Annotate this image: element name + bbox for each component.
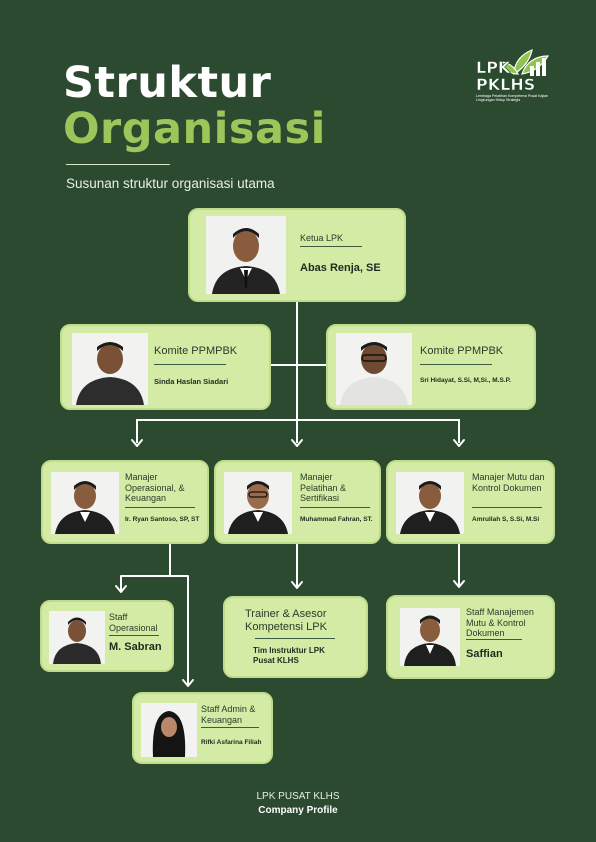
person-name: Rifki Asfarina Filiah bbox=[201, 739, 262, 746]
role-divider bbox=[472, 507, 542, 508]
connector-komite-bar bbox=[268, 364, 328, 366]
person-name: Sinda Haslan Siadari bbox=[154, 377, 229, 386]
person-name: Ir. Ryan Santoso, SP, ST bbox=[125, 516, 200, 523]
role-label: Manajer Operasional, & Keuangan bbox=[125, 472, 185, 503]
role-divider bbox=[300, 507, 370, 508]
logo-text-lpk: LPK bbox=[476, 58, 511, 77]
logo-tagline: Lembaga Pelatihan Kompetensi Pusat Kajia… bbox=[476, 94, 549, 103]
role-label: Staff Operasional bbox=[109, 612, 158, 633]
card-staff-admin: Staff Admin & Keuangan Rifki Asfarina Fi… bbox=[132, 692, 273, 764]
card-trainer: Trainer & Asesor Kompetensi LPK Tim Inst… bbox=[223, 596, 368, 678]
leaf-growth-icon bbox=[499, 49, 550, 76]
card-manajer-operasional: Manajer Operasional, & Keuangan Ir. Ryan… bbox=[41, 460, 209, 544]
role-divider bbox=[466, 639, 522, 640]
card-manajer-pelatihan: Manajer Pelatihan & Sertifikasi Muhammad… bbox=[214, 460, 381, 544]
role-label: Trainer & Asesor Kompetensi LPK bbox=[245, 608, 327, 633]
page-title-line2: Organisasi bbox=[63, 104, 326, 154]
person-name: Sri Hidayat, S.Si, M,Si., M.S.P. bbox=[420, 377, 511, 384]
card-staff-operasional: Staff Operasional M. Sabran bbox=[40, 600, 174, 672]
person-name: Saffian bbox=[466, 648, 503, 660]
person-name: Tim Instruktur LPK Pusat KLHS bbox=[253, 646, 325, 665]
person-name: Muhammad Fahran, ST. bbox=[300, 516, 373, 523]
role-divider bbox=[154, 364, 226, 365]
role-label: Manajer Mutu dan Kontrol Dokumen bbox=[472, 472, 545, 493]
role-label: Staff Manajemen Mutu & Kontrol Dokumen bbox=[466, 607, 534, 638]
connector-ketua-down bbox=[296, 301, 298, 419]
arrow-staff-mutu bbox=[453, 580, 465, 588]
connector-manager-left-drop bbox=[136, 419, 138, 443]
card-komite-right: Komite PPMPBK Sri Hidayat, S.Si, M,Si., … bbox=[326, 324, 536, 410]
role-label: Manajer Pelatihan & Sertifikasi bbox=[300, 472, 347, 503]
role-divider bbox=[201, 727, 259, 728]
avatar bbox=[400, 608, 460, 666]
avatar bbox=[49, 611, 105, 664]
card-ketua: Ketua LPK Abas Renja, SE bbox=[188, 208, 406, 302]
lpk-logo: LPK PKLHS Lembaga Pelatihan Kompetensi P… bbox=[470, 40, 558, 106]
avatar bbox=[206, 216, 286, 294]
connector-manager-bar bbox=[137, 419, 460, 421]
arrow-staff-ops bbox=[115, 585, 127, 593]
role-divider bbox=[109, 635, 159, 636]
connector-ops-branch bbox=[120, 542, 171, 591]
title-divider bbox=[66, 164, 170, 165]
logo-text-pklhs: PKLHS bbox=[476, 75, 536, 94]
role-label: Komite PPMPBK bbox=[154, 345, 238, 357]
person-name: M. Sabran bbox=[109, 641, 162, 653]
role-label: Staff Admin & Keuangan bbox=[201, 704, 256, 725]
page-title-line1: Struktur bbox=[63, 58, 272, 108]
person-name: Amrullah S, S.Si, M.Si bbox=[472, 516, 540, 523]
arrow-trainer bbox=[291, 581, 303, 589]
page-subtitle: Susunan struktur organisasi utama bbox=[66, 176, 275, 191]
footer-org-name: LPK PUSAT KLHS bbox=[256, 791, 340, 802]
connector-manager-right-drop bbox=[458, 419, 460, 443]
avatar bbox=[51, 472, 119, 534]
avatar bbox=[396, 472, 464, 534]
card-staff-mutu: Staff Manajemen Mutu & Kontrol Dokumen S… bbox=[386, 595, 555, 679]
connector-manager-mid-drop bbox=[296, 419, 298, 443]
footer-doc-title: Company Profile bbox=[258, 805, 338, 816]
role-divider bbox=[300, 246, 362, 247]
avatar bbox=[72, 333, 148, 405]
card-komite-left: Komite PPMPBK Sinda Haslan Siadari bbox=[60, 324, 271, 410]
avatar bbox=[224, 472, 292, 534]
role-divider bbox=[125, 507, 195, 508]
avatar bbox=[141, 703, 197, 757]
role-divider bbox=[255, 638, 335, 639]
card-manajer-mutu: Manajer Mutu dan Kontrol Dokumen Amrulla… bbox=[386, 460, 555, 544]
role-label: Ketua LPK bbox=[300, 233, 344, 243]
avatar bbox=[336, 333, 412, 405]
arrow-staff-admin bbox=[182, 679, 194, 687]
person-name: Abas Renja, SE bbox=[300, 262, 381, 274]
role-divider bbox=[420, 364, 492, 365]
role-label: Komite PPMPBK bbox=[420, 345, 504, 357]
